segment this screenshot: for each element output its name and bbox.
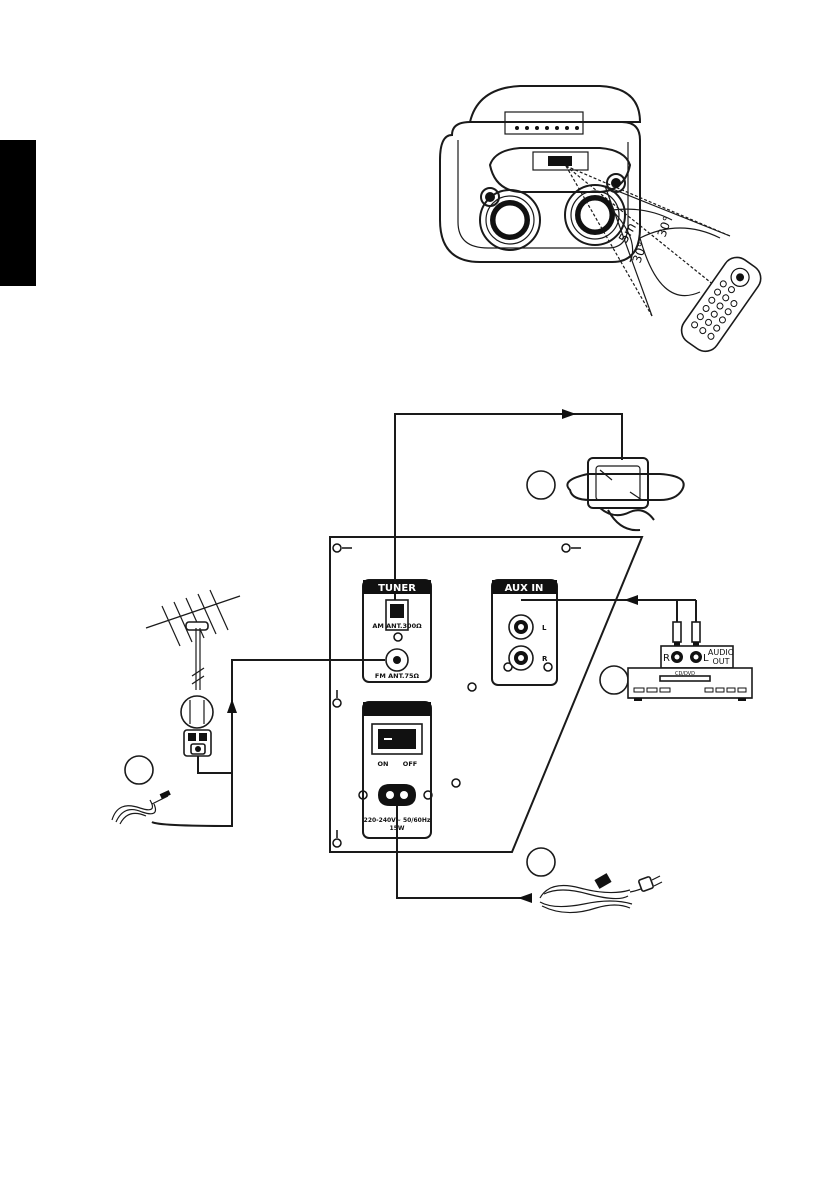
tuner-title: TUNER — [378, 583, 416, 594]
power-switch[interactable] — [372, 724, 422, 754]
am-antenna-callout-circle — [527, 471, 555, 499]
audio-out-r-label: R — [663, 653, 670, 664]
power-signal-arrow — [518, 893, 532, 903]
aux-device-callout-circle — [600, 666, 628, 694]
fm-yagi-antenna-icon — [146, 590, 240, 690]
range-angle-right-label: 30° — [655, 214, 675, 239]
am-signal-arrow — [562, 409, 576, 419]
antenna-adapter-icon — [181, 696, 213, 756]
am-antenna-label: AM ANT.300Ω — [372, 622, 422, 630]
power-off-label: OFF — [403, 760, 417, 768]
am-loop-antenna-icon — [567, 458, 683, 530]
remote-control-icon — [676, 252, 766, 357]
ac-power-inlet[interactable] — [378, 784, 416, 806]
fm-antenna-label: FM ANT.75Ω — [375, 672, 420, 680]
fm-signal-arrow — [227, 699, 237, 713]
aux-in-title: AUX IN — [505, 583, 544, 594]
cd-dvd-device-label: CD/DVD — [675, 671, 695, 677]
fm-antenna-jack[interactable] — [386, 649, 408, 671]
aux-in-right-label: R — [542, 655, 548, 663]
aux-in-right-jack[interactable] — [509, 646, 533, 670]
power-cord-callout-circle — [527, 848, 555, 876]
audio-out-label-line1: AUDIO — [708, 648, 734, 657]
aux-in-left-jack[interactable] — [509, 615, 533, 639]
aux-signal-arrow — [624, 595, 638, 605]
aux-in-left-label: L — [542, 624, 547, 632]
range-angle-left-label: 30° — [630, 240, 650, 265]
fm-antenna-callout-circle — [125, 756, 153, 784]
audio-out-label-line2: OUT — [712, 657, 729, 666]
power-cord-icon — [540, 873, 662, 912]
speaker-unit-icon — [440, 86, 640, 262]
power-on-label: ON — [378, 760, 389, 768]
